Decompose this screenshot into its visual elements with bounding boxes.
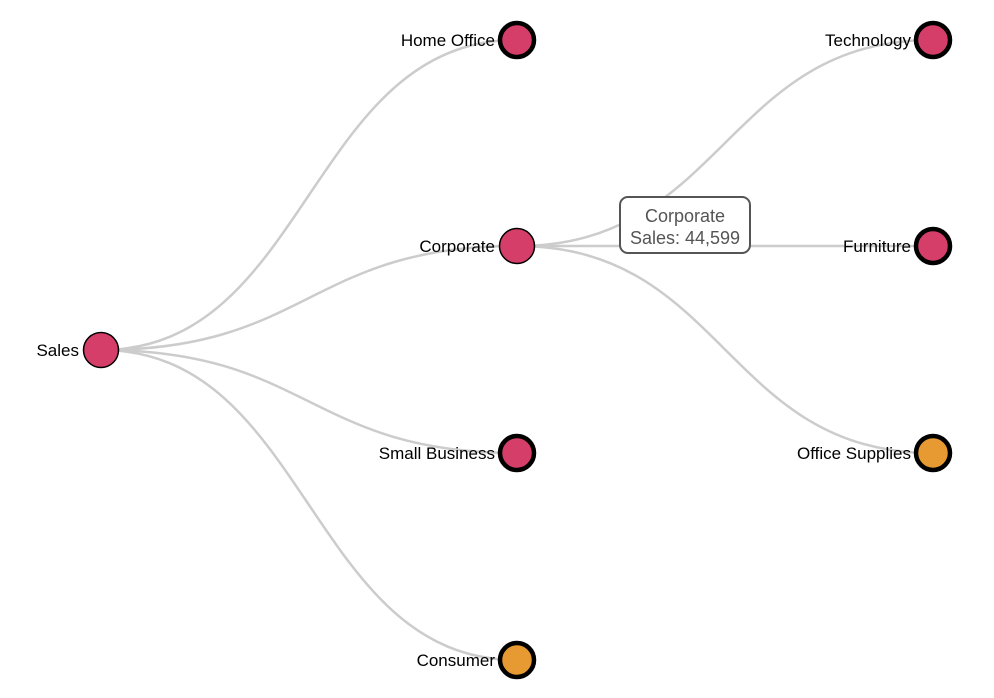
tooltip-value: Sales: 44,599: [629, 228, 741, 248]
node-circle-sales[interactable]: [82, 331, 120, 369]
node-label-small-business: Small Business: [379, 444, 495, 463]
link-sales-to-home-office: [100, 38, 518, 352]
tree-links: [100, 38, 934, 662]
link-sales-to-small-business: [100, 348, 518, 455]
node-small-business[interactable]: Small Business: [379, 433, 537, 473]
node-label-technology: Technology: [825, 31, 912, 50]
node-office-supplies[interactable]: Office Supplies: [797, 433, 953, 473]
node-label-corporate: Corporate: [419, 237, 495, 256]
node-circle-technology[interactable]: [913, 20, 953, 60]
link-sales-to-consumer: [100, 348, 518, 662]
node-circle-home-office[interactable]: [497, 20, 537, 60]
tooltip-title: Corporate: [644, 206, 726, 226]
node-circle-corporate[interactable]: [498, 227, 536, 265]
node-label-consumer: Consumer: [417, 651, 496, 670]
node-sales[interactable]: Sales: [36, 331, 120, 369]
node-circle-office-supplies[interactable]: [913, 433, 953, 473]
node-technology[interactable]: Technology: [825, 20, 953, 60]
node-home-office[interactable]: Home Office: [401, 20, 537, 60]
node-circle-small-business[interactable]: [497, 433, 537, 473]
node-circle-consumer[interactable]: [497, 640, 537, 680]
link-corporate-to-technology: [516, 38, 934, 248]
node-label-home-office: Home Office: [401, 31, 495, 50]
node-circle-furniture[interactable]: [913, 226, 953, 266]
node-label-sales: Sales: [36, 341, 79, 360]
tooltip: Corporate Sales: 44,599: [619, 196, 751, 254]
node-label-furniture: Furniture: [843, 237, 911, 256]
link-corporate-to-office-supplies: [516, 244, 934, 455]
node-label-office-supplies: Office Supplies: [797, 444, 911, 463]
node-consumer[interactable]: Consumer: [417, 640, 537, 680]
node-furniture[interactable]: Furniture: [843, 226, 953, 266]
link-sales-to-corporate: [100, 244, 518, 352]
node-corporate[interactable]: Corporate: [419, 227, 536, 265]
